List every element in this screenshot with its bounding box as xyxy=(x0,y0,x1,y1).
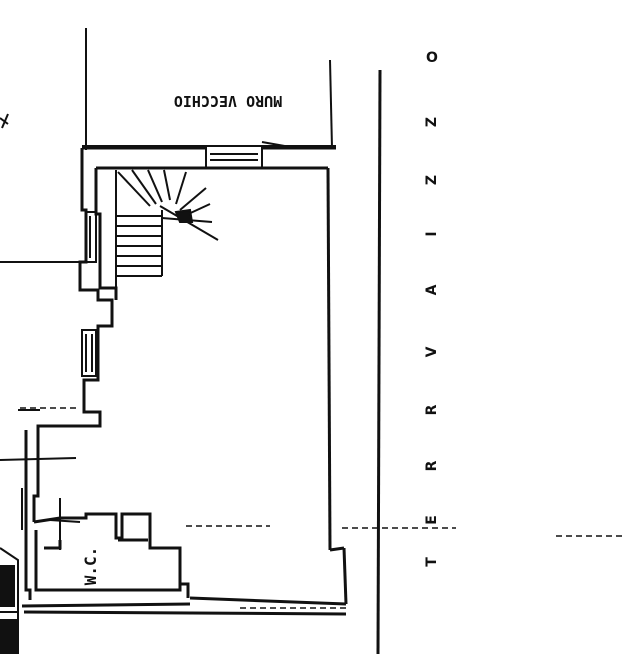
side-letter: A xyxy=(424,284,440,295)
staircase xyxy=(115,169,219,290)
wall-label: MURO VECCHIO xyxy=(174,92,282,110)
side-letter: R xyxy=(424,404,440,415)
side-letter: R xyxy=(424,460,440,471)
boundary-line xyxy=(376,69,382,654)
side-letter: V xyxy=(424,346,440,357)
side-letter: O xyxy=(426,50,438,66)
side-letter: E xyxy=(424,515,440,525)
window xyxy=(205,141,297,169)
wc-label: W.C. xyxy=(81,547,100,586)
side-letter: Z xyxy=(424,175,440,185)
dashed-lines xyxy=(20,407,626,609)
side-letter: Z xyxy=(424,117,440,127)
side-lettering: O Z Z I A V R R E T xyxy=(424,50,440,567)
side-letter: I xyxy=(424,231,440,236)
corner-mark xyxy=(0,113,9,129)
left-wall-details xyxy=(0,211,97,550)
side-letter: T xyxy=(424,557,440,567)
old-wall xyxy=(82,28,336,150)
building-outline xyxy=(21,146,348,616)
hatched-block xyxy=(0,547,19,654)
